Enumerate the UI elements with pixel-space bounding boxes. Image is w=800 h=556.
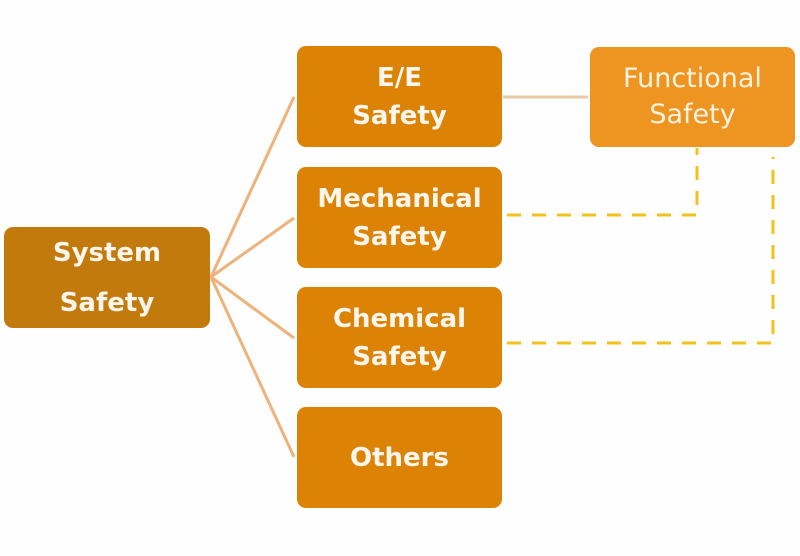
node-label-line: System (52, 237, 162, 268)
node-label-line: Safety (352, 341, 447, 372)
node-label-line: Safety (59, 287, 155, 318)
edge-system-to-ee (209, 96, 296, 278)
node-chemical-safety: Chemical Safety (297, 287, 502, 388)
node-mechanical-safety: Mechanical Safety (297, 167, 502, 268)
node-label-line: Safety (352, 221, 447, 252)
edge-chemical-to-functional (507, 157, 775, 345)
node-label-line: Functional (623, 63, 762, 94)
node-functional-safety: Functional Safety (590, 47, 795, 147)
node-label-line: Others (350, 442, 449, 473)
edge-system-to-chemical (210, 275, 295, 340)
node-others: Others (297, 407, 502, 508)
node-system-safety: System Safety (4, 227, 210, 328)
node-ee-safety: E/E Safety (297, 46, 502, 147)
edge-mechanical-to-functional (507, 148, 699, 217)
node-label-line: Chemical (332, 303, 467, 334)
edge-system-to-mechanical (210, 216, 295, 279)
edge-system-to-others (209, 276, 296, 458)
node-label-line: Safety (352, 100, 447, 131)
node-label-line: Mechanical (317, 183, 482, 214)
node-label-line: Safety (649, 99, 736, 130)
node-label-line: E/E (376, 62, 423, 93)
